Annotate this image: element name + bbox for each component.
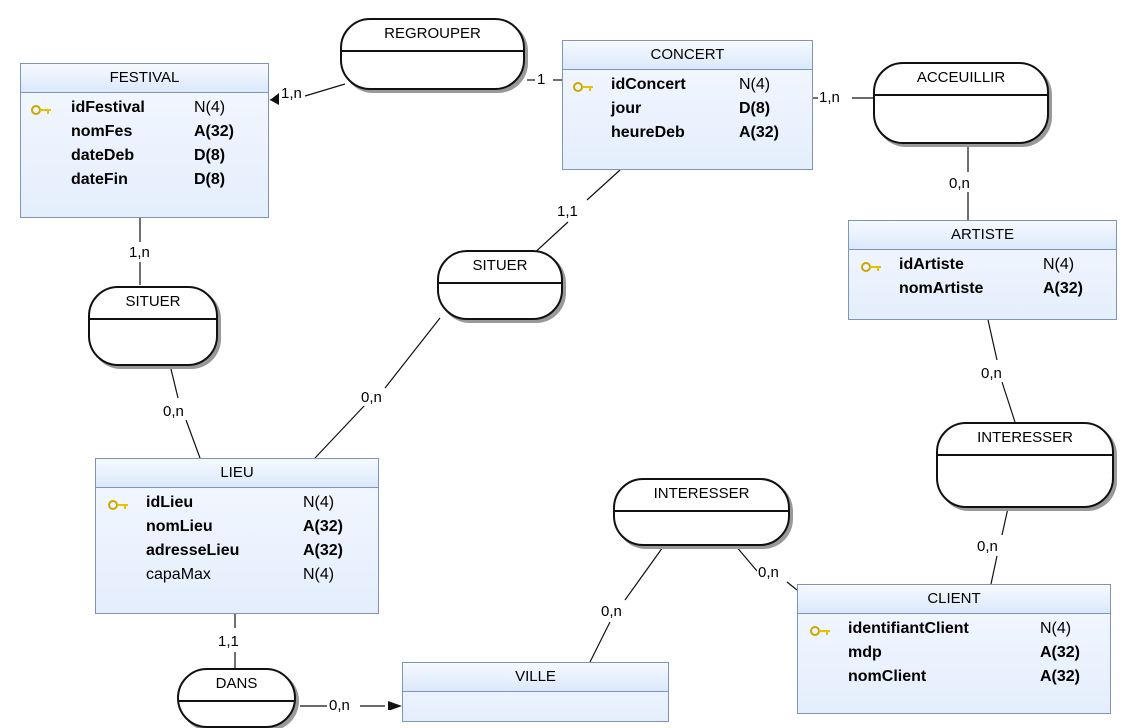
attribute-type: A(32) [739, 124, 780, 141]
entity-client[interactable]: CLIENT identifiantClient N(4) mdp A(32) … [797, 584, 1111, 714]
entity-festival[interactable]: FESTIVAL idFestival N(4) nomFes A(32) da… [20, 63, 269, 218]
cardinality-label: 1 [536, 71, 547, 88]
attribute-type: N(4) [194, 99, 226, 116]
attribute-name: capaMax [146, 566, 211, 583]
entity-title: ARTISTE [849, 221, 1116, 250]
cardinality-label: 1,n [128, 244, 151, 261]
attribute-name: nomLieu [146, 518, 213, 535]
attribute-row: idLieu N(4) [96, 494, 378, 518]
association-title: DANS [179, 670, 294, 702]
attribute-name: dateFin [71, 171, 128, 188]
attribute-name: nomClient [848, 668, 927, 685]
association-dans[interactable]: DANS [177, 668, 296, 728]
attribute-type: N(4) [739, 76, 771, 93]
attribute-type: N(4) [1043, 256, 1075, 273]
cardinality-label: 0,n [600, 603, 623, 620]
attribute-type: N(4) [1040, 620, 1072, 637]
entity-title: CONCERT [563, 41, 812, 70]
entity-title: FESTIVAL [21, 64, 268, 93]
key-icon [861, 262, 881, 272]
association-regrouper[interactable]: REGROUPER [340, 18, 525, 90]
attribute-row: nomFes A(32) [21, 123, 268, 147]
attribute-row: mdp A(32) [798, 644, 1110, 668]
association-acceuillir[interactable]: ACCEUILLIR [873, 62, 1049, 144]
attribute-row: nomLieu A(32) [96, 518, 378, 542]
attribute-row: jour D(8) [563, 100, 812, 124]
attribute-name: idFestival [71, 99, 145, 116]
entity-title: LIEU [96, 459, 378, 488]
key-icon [108, 500, 128, 510]
attribute-row: dateFin D(8) [21, 171, 268, 195]
attribute-row: heureDeb A(32) [563, 124, 812, 148]
attribute-row: nomClient A(32) [798, 668, 1110, 692]
attribute-name: idArtiste [899, 256, 964, 273]
key-icon [31, 105, 51, 115]
attribute-type: A(32) [194, 123, 235, 140]
cardinality-label: 0,n [360, 389, 383, 406]
attribute-name: jour [611, 100, 642, 117]
relationship-lines [139, 79, 1016, 710]
attribute-type: A(32) [1043, 280, 1084, 297]
attribute-row: idArtiste N(4) [849, 256, 1116, 280]
entity-concert[interactable]: CONCERT idConcert N(4) jour D(8) heureDe… [562, 40, 813, 170]
attribute-type: D(8) [194, 171, 226, 188]
association-title: INTERESSER [938, 424, 1112, 456]
attribute-type: D(8) [194, 147, 226, 164]
attribute-row: dateDeb D(8) [21, 147, 268, 171]
cardinality-label: 0,n [948, 175, 971, 192]
attribute-name: idLieu [146, 494, 194, 511]
entity-title: CLIENT [798, 585, 1110, 614]
attribute-name: idConcert [611, 76, 686, 93]
attribute-name: nomArtiste [899, 280, 984, 297]
attribute-row: capaMax N(4) [96, 566, 378, 590]
entity-ville[interactable]: VILLE [402, 662, 669, 722]
association-situer-festival[interactable]: SITUER [88, 286, 218, 366]
cardinality-label: 0,n [162, 403, 185, 420]
attribute-row: identifiantClient N(4) [798, 620, 1110, 644]
entity-title: VILLE [403, 663, 668, 692]
association-title: SITUER [439, 252, 561, 284]
attribute-name: identifiantClient [848, 620, 969, 637]
association-title: INTERESSER [615, 480, 788, 512]
association-title: ACCEUILLIR [875, 64, 1047, 96]
association-situer-concert[interactable]: SITUER [437, 250, 563, 320]
attribute-row: nomArtiste A(32) [849, 280, 1116, 304]
cardinality-label: 1,1 [556, 203, 579, 220]
attribute-type: A(32) [303, 518, 344, 535]
association-title: SITUER [90, 288, 216, 320]
cardinality-label: 0,n [328, 697, 351, 714]
association-interesser-artiste[interactable]: INTERESSER [936, 422, 1114, 508]
attribute-row: idConcert N(4) [563, 76, 812, 100]
entity-lieu[interactable]: LIEU idLieu N(4) nomLieu A(32) adresseLi… [95, 458, 379, 614]
attribute-type: A(32) [1040, 644, 1081, 661]
attribute-type: A(32) [303, 542, 344, 559]
attribute-name: mdp [848, 644, 882, 661]
cardinality-label: 1,n [818, 89, 841, 106]
attribute-name: heureDeb [611, 124, 685, 141]
cardinality-label: 0,n [980, 365, 1003, 382]
attribute-name: adresseLieu [146, 542, 240, 559]
attribute-type: A(32) [1040, 668, 1081, 685]
cardinality-label: 1,n [280, 85, 303, 102]
attribute-name: nomFes [71, 123, 133, 140]
association-interesser-ville[interactable]: INTERESSER [613, 478, 790, 546]
attribute-name: dateDeb [71, 147, 135, 164]
key-icon [810, 626, 830, 636]
attribute-type: N(4) [303, 566, 335, 583]
attribute-type: D(8) [739, 100, 771, 117]
cardinality-label: 0,n [757, 564, 780, 581]
attribute-row: idFestival N(4) [21, 99, 268, 123]
attribute-row: adresseLieu A(32) [96, 542, 378, 566]
entity-artiste[interactable]: ARTISTE idArtiste N(4) nomArtiste A(32) [848, 220, 1117, 320]
attribute-type: N(4) [303, 494, 335, 511]
key-icon [573, 82, 593, 92]
cardinality-label: 1,1 [217, 633, 240, 650]
association-title: REGROUPER [342, 20, 523, 52]
cardinality-label: 0,n [976, 538, 999, 555]
